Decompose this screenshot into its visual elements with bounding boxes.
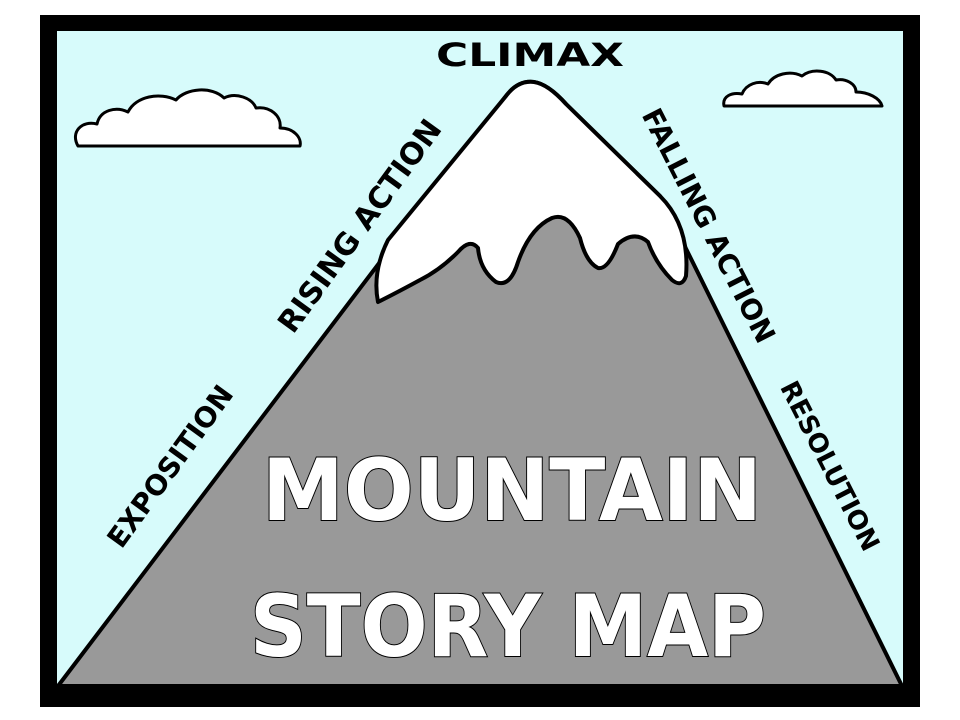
title-line-2: STORY MAP [250,577,766,677]
title-line-1: MOUNTAIN [262,441,762,541]
snow-cap [374,79,689,304]
label-climax: CLIMAX [436,36,624,74]
cloud-right [722,69,884,108]
cloud-left [73,88,302,148]
